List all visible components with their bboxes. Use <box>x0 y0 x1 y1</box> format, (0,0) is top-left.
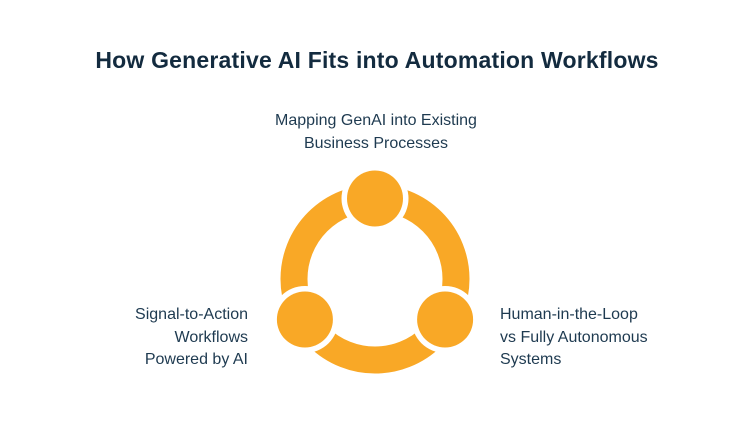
node-bottom-right-circle-icon <box>417 291 474 348</box>
node-bottom-left-circle-icon <box>276 291 333 348</box>
node-bottom-left <box>271 286 339 353</box>
label-mapping-genai: Mapping GenAI into Existing Business Pro… <box>275 112 477 152</box>
node-top-circle-icon <box>347 170 403 227</box>
label-signal-to-action: Signal-to-Action Workflows Powered by AI <box>135 306 248 368</box>
node-top <box>341 165 409 232</box>
node-bottom-right <box>411 286 479 353</box>
label-human-in-the-loop: Human-in-the-Loop vs Fully Autonomous Sy… <box>500 306 648 368</box>
page-title: How Generative AI Fits into Automation W… <box>95 47 659 73</box>
